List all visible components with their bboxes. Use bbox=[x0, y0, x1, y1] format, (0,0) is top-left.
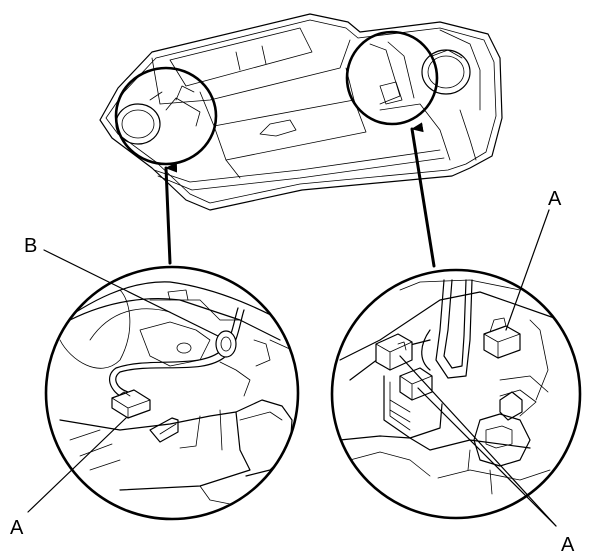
label-a-bottom-right: A bbox=[561, 534, 575, 556]
leader-b bbox=[43, 249, 219, 337]
overhead-console-housing bbox=[99, 13, 503, 211]
zoom-circle-right-source bbox=[345, 30, 439, 126]
leader-a-top-right bbox=[505, 209, 550, 331]
zoom-circle-left-source bbox=[114, 66, 218, 166]
label-a-bottom-left: A bbox=[10, 517, 24, 539]
label-a-top-right: A bbox=[548, 188, 562, 210]
leader-a-bottom-right-1 bbox=[399, 355, 557, 527]
leader-a-bottom-right-2 bbox=[417, 387, 557, 527]
arrow-right bbox=[410, 122, 436, 268]
zoom-circle-left-detail bbox=[44, 265, 300, 521]
detail-right-content bbox=[339, 279, 561, 495]
arrow-left bbox=[164, 162, 178, 265]
label-b: B bbox=[24, 235, 37, 257]
leader-a-left bbox=[27, 417, 127, 513]
zoom-circle-right-detail bbox=[330, 268, 582, 520]
